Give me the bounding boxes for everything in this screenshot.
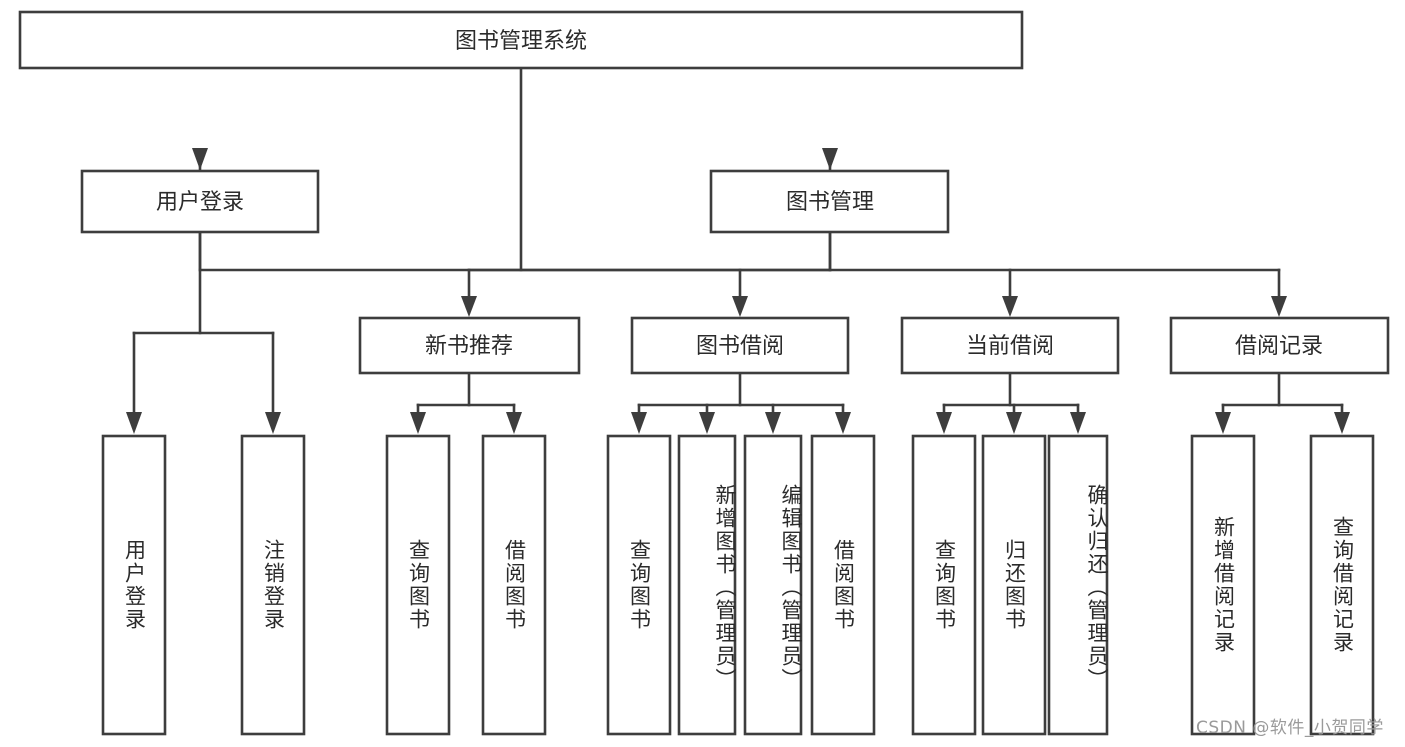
arrow-leaf-borrow-book <box>835 412 851 434</box>
arrow-leaf-edit-book <box>765 412 781 434</box>
leaf-box-user-login[interactable] <box>101 434 167 736</box>
node-book-manage-label: 图书管理 <box>786 190 874 215</box>
arrow-leaf-add-book <box>699 412 715 434</box>
leaf-box-logout[interactable] <box>240 434 306 736</box>
edge-group-user-login <box>126 230 281 434</box>
arrow-leaf-query-book-cur <box>936 412 952 434</box>
arrow-leaf-return-book <box>1006 412 1022 434</box>
node-new-book-rec[interactable]: 新书推荐 <box>358 316 581 375</box>
leaf-box-confirm-return[interactable] <box>1047 434 1109 736</box>
leaf-box-borrow-book-rec[interactable] <box>481 434 547 736</box>
node-borrow-record-label: 借阅记录 <box>1235 334 1323 359</box>
node-current-borrow[interactable]: 当前借阅 <box>900 316 1120 375</box>
leaf-box-query-record[interactable] <box>1309 434 1375 736</box>
node-new-book-rec-label: 新书推荐 <box>425 334 513 359</box>
edge-group-book-manage <box>461 230 1287 317</box>
leaf-box-query-book-borrow[interactable] <box>606 434 672 736</box>
node-user-login[interactable]: 用户登录 <box>80 169 320 234</box>
arrow-to-book-manage <box>822 148 838 170</box>
leaf-boxes <box>101 434 1375 736</box>
node-title-label: 图书管理系统 <box>455 29 587 54</box>
leaf-box-return-book[interactable] <box>981 434 1047 736</box>
arrow-current-borrow <box>1002 296 1018 317</box>
arrow-leaf-query-book-borrow <box>631 412 647 434</box>
edge-group-new-book-rec <box>410 371 522 434</box>
watermark-text: CSDN @软件_小贺同学 <box>1196 718 1384 738</box>
arrow-borrow-record <box>1271 296 1287 317</box>
leaf-box-add-record[interactable] <box>1190 434 1256 736</box>
node-user-login-label: 用户登录 <box>156 190 244 215</box>
arrow-leaf-user-login <box>126 412 142 434</box>
leaf-box-borrow-book[interactable] <box>810 434 876 736</box>
leaf-box-query-book-rec[interactable] <box>385 434 451 736</box>
node-book-manage[interactable]: 图书管理 <box>709 169 950 234</box>
arrow-leaf-borrow-book-rec <box>506 412 522 434</box>
arrow-leaf-query-book-rec <box>410 412 426 434</box>
leaf-box-query-book-cur[interactable] <box>911 434 977 736</box>
node-current-borrow-label: 当前借阅 <box>966 334 1054 359</box>
leaf-box-add-book[interactable] <box>677 434 737 736</box>
arrow-leaf-logout <box>265 412 281 434</box>
edge-group-borrow-record <box>1215 371 1350 434</box>
leaf-box-edit-book[interactable] <box>743 434 803 736</box>
node-title[interactable]: 图书管理系统 <box>18 10 1024 70</box>
node-book-borrow-label: 图书借阅 <box>696 334 784 359</box>
arrow-leaf-add-record <box>1215 412 1231 434</box>
edge-group-root <box>192 66 838 272</box>
arrow-leaf-query-record <box>1334 412 1350 434</box>
edge-group-current-borrow <box>936 371 1086 434</box>
edge-group-book-borrow <box>631 371 851 434</box>
arrow-leaf-confirm-return <box>1070 412 1086 434</box>
arrow-new-book-rec <box>461 296 477 317</box>
node-book-borrow[interactable]: 图书借阅 <box>630 316 850 375</box>
node-borrow-record[interactable]: 借阅记录 <box>1169 316 1390 375</box>
arrow-book-borrow <box>732 296 748 317</box>
arrow-to-user-login <box>192 148 208 170</box>
